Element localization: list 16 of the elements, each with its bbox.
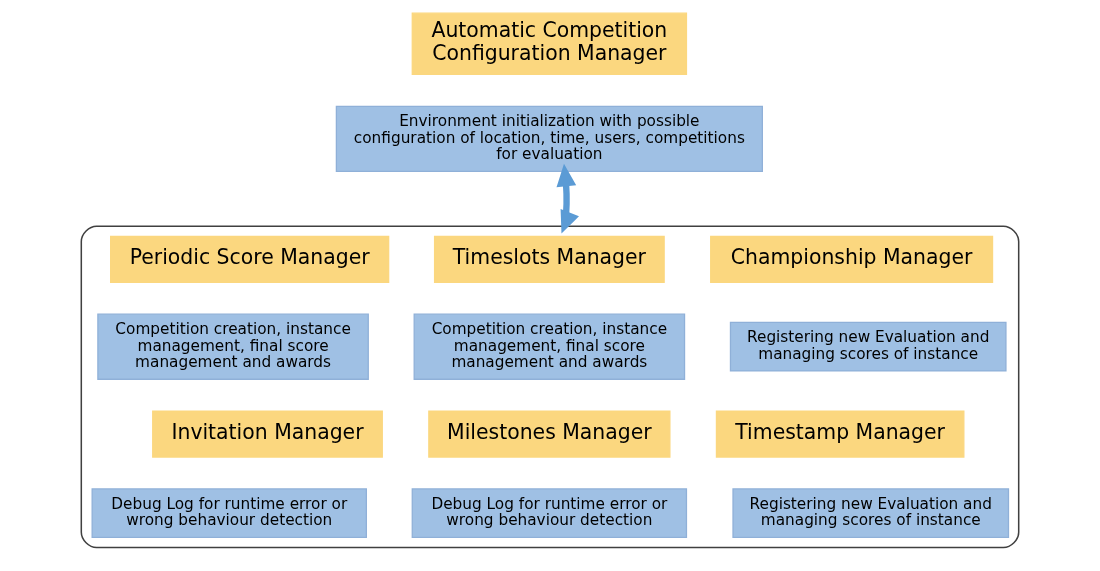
node-box: Debug Log for runtime error or wrong behaviour detection (91, 488, 367, 538)
node-box: Environment initialization with possible configuration of location, time, users, competitions for evaluation (335, 105, 763, 172)
node-box: Registering new Evaluation and managing scores of instance (732, 488, 1010, 538)
node-box: Automatic Competition Configuration Manager (411, 12, 688, 76)
node-box: Competition creation, instance management, final score management and awards (413, 313, 686, 380)
arrow (556, 163, 579, 234)
node-box: Competition creation, instance management, final score management and awards (97, 313, 369, 380)
node-box: Timeslots Manager (433, 235, 665, 283)
node-box: Invitation Manager (152, 410, 383, 458)
cluster (80, 225, 1020, 549)
node-box: Registering new Evaluation and managing scores of instance (729, 321, 1007, 372)
node-box: Periodic Score Manager (110, 235, 390, 283)
node-box: Debug Log for runtime error or wrong behaviour detection (411, 488, 688, 538)
node-box: Championship Manager (710, 235, 994, 283)
node-box: Timestamp Manager (715, 410, 965, 458)
node-box: Milestones Manager (428, 410, 671, 458)
